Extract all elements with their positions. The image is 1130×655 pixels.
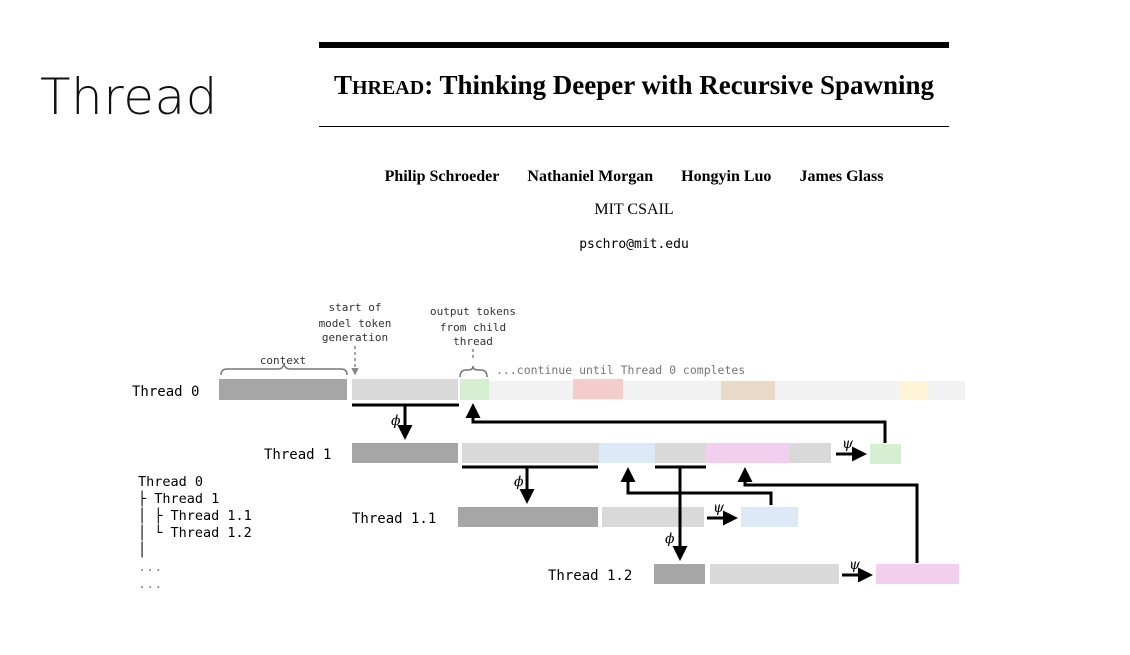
affiliation: MIT CSAIL <box>594 201 674 218</box>
thread-1-generated-block <box>462 443 599 463</box>
thread-0-label: Thread 0 <box>132 384 199 400</box>
thread-1-generated-block <box>789 443 831 463</box>
author-name: James Glass <box>799 168 884 185</box>
start-annotation-line1: start of <box>329 301 382 314</box>
return-arrow-thread-1-2 <box>737 467 919 563</box>
thread-0-generated-block <box>352 379 458 400</box>
thread-0-faded-red-block <box>573 379 623 399</box>
output-annotation-line2: from child <box>440 321 506 334</box>
tree-ellipsis: ... <box>138 559 163 575</box>
thread-1-2-result-block <box>876 564 959 584</box>
tree-node: │ ├ Thread 1.1 <box>138 508 252 524</box>
thread-1-1-result-block <box>741 507 798 527</box>
paper-title-first-letter: T <box>333 70 352 100</box>
context-brace <box>220 363 348 376</box>
output-annotation-line3: thread <box>453 335 493 348</box>
thread-1-2-context-block <box>654 564 705 584</box>
thread-0-child-output-block <box>460 379 489 400</box>
output-brace <box>459 365 488 378</box>
join-symbol: ψ <box>842 436 854 452</box>
spawn-symbol: ϕ <box>514 474 524 490</box>
spawn-symbol: ϕ <box>665 531 675 547</box>
thread-0-context-block <box>219 379 347 400</box>
author-name: Hongyin Luo <box>681 168 772 185</box>
join-symbol: ψ <box>849 557 861 573</box>
author-name: Nathaniel Morgan <box>527 168 654 185</box>
tree-ellipsis: ... <box>138 576 163 592</box>
tree-pipe: │ <box>138 542 147 558</box>
output-annotation-line1: output tokens <box>430 305 516 318</box>
author-list: Philip Schroeder Nathaniel Morgan Hongyin … <box>319 168 949 186</box>
thread-1-context-block <box>352 443 458 463</box>
context-annotation: context <box>260 354 306 367</box>
thread-1-2-generated-block <box>710 564 839 584</box>
thread-0-faded-yellow-block <box>899 381 927 400</box>
thread-1-label: Thread 1 <box>264 447 331 463</box>
tree-root: Thread 0 <box>138 474 204 490</box>
title-rule-top <box>319 42 949 48</box>
thread-1-1-label: Thread 1.1 <box>352 511 436 527</box>
spawn-symbol: ϕ <box>391 413 401 429</box>
thread-1-2-label: Thread 1.2 <box>548 568 632 584</box>
thread-1-child-output-block <box>599 443 655 463</box>
start-annotation-line3: generation <box>322 331 388 344</box>
tree-node: │ └ Thread 1.2 <box>138 525 252 541</box>
email: pschro@mit.edu <box>579 237 689 252</box>
author-name: Philip Schroeder <box>384 168 500 185</box>
thread-1-1-generated-block <box>602 507 704 527</box>
tree-node: ├ Thread 1 <box>138 491 220 507</box>
return-arrow-thread-1-1 <box>620 467 773 505</box>
slide-title: Thread <box>40 68 218 126</box>
join-symbol: ψ <box>713 500 725 516</box>
thread-1-result-block <box>870 444 901 464</box>
thread-1-generated-block <box>655 443 706 463</box>
paper-title-smallcaps: HREAD <box>351 77 425 99</box>
thread-1-child-output-block <box>706 443 789 463</box>
start-annotation-line2: model token <box>319 317 392 330</box>
title-rule-bottom <box>319 126 949 127</box>
thread-1-1-context-block <box>458 507 598 527</box>
thread-0-faded-tan-block <box>721 381 775 400</box>
return-arrow-thread-1 <box>465 403 887 443</box>
thread-tree: Thread 0 ├ Thread 1 │ ├ Thread 1.1 │ └ T… <box>138 474 252 593</box>
paper-title: THREAD: Thinking Deeper with Recursive S… <box>319 70 949 101</box>
continue-annotation: ...continue until Thread 0 completes <box>496 363 745 377</box>
paper-title-rest: : Thinking Deeper with Recursive Spawnin… <box>424 70 935 100</box>
